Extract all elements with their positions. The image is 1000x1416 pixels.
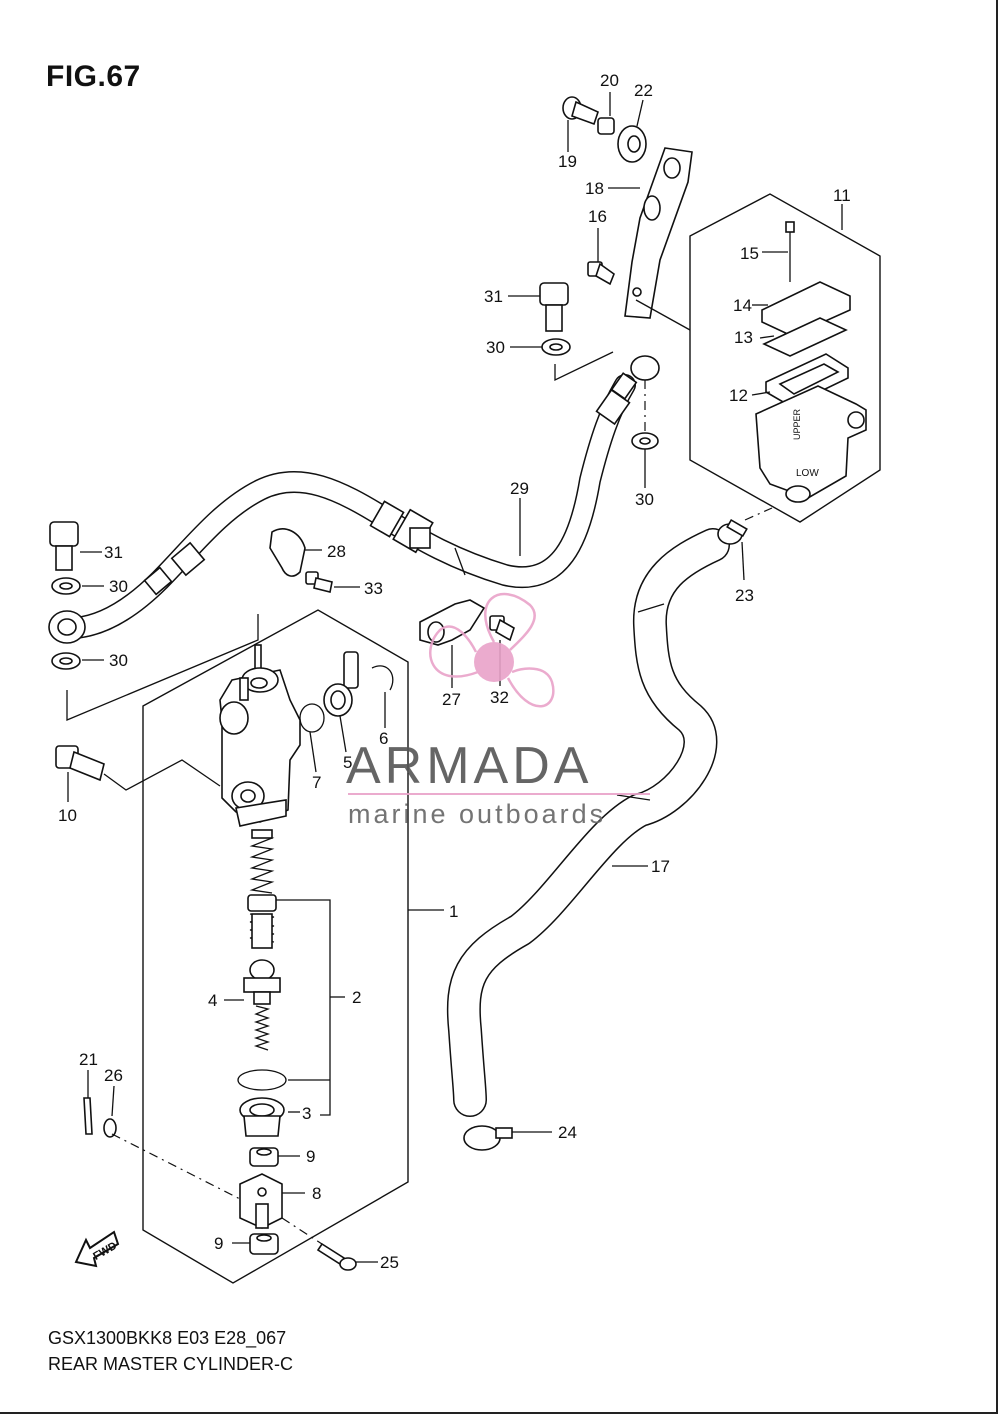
callout-22: 22 (634, 81, 653, 100)
callout-8: 8 (312, 1184, 321, 1203)
callout-30-left-lower: 30 (109, 651, 128, 670)
figure-code: GSX1300BKK8 E03 E28_067 (48, 1328, 287, 1348)
callout-24: 24 (558, 1123, 577, 1142)
callout-30-left-upper: 30 (109, 577, 128, 596)
watermark-propeller-icon (429, 592, 555, 708)
group-outline-hose-left (66, 614, 259, 721)
callout-7: 7 (312, 773, 321, 792)
circlip-6 (371, 665, 394, 691)
callout-9-lower: 9 (214, 1234, 223, 1253)
group-outline-reservoir (689, 193, 881, 523)
hose-clip-28 (269, 528, 306, 577)
hose-joint-5 (323, 651, 359, 717)
nut-9-upper (249, 1147, 279, 1167)
collar-20 (597, 117, 615, 135)
callout-1: 1 (449, 902, 458, 921)
brake-hose (64, 372, 638, 639)
group-outline-master-cylinder (142, 609, 409, 1284)
fwd-arrow-icon: FWD (74, 1230, 120, 1268)
callout-6: 6 (379, 729, 388, 748)
screw-32 (489, 615, 515, 642)
callout-13: 13 (734, 328, 753, 347)
callout-17: 17 (651, 857, 670, 876)
watermark-tagline: marine outboards (348, 799, 606, 829)
callout-21: 21 (79, 1050, 98, 1069)
callout-11: 11 (833, 186, 851, 205)
callout-33: 33 (364, 579, 383, 598)
callout-4: 4 (208, 991, 217, 1010)
union-bolt-31-upper (539, 282, 569, 332)
callout-5: 5 (343, 753, 352, 772)
callout-14: 14 (733, 296, 752, 315)
hose-clamp-23 (717, 518, 748, 545)
watermark: ARMADA marine outboards (346, 592, 650, 829)
callout-15: 15 (740, 244, 759, 263)
screw-33 (305, 571, 333, 593)
watermark-brand: ARMADA (346, 737, 592, 795)
grommet-22 (617, 125, 647, 163)
callout-29: 29 (510, 479, 529, 498)
master-cylinder-body (219, 644, 301, 827)
callout-12: 12 (729, 386, 748, 405)
push-rod (243, 959, 281, 1051)
figure-title: FIG.67 (46, 60, 141, 93)
hose-clamp-24 (463, 1125, 513, 1151)
callout-30-upper: 30 (486, 338, 505, 357)
reservoir-lower-mark: LOW (796, 468, 819, 479)
reservoir-hose (446, 528, 730, 1117)
callout-30-reservoir: 30 (635, 490, 654, 509)
bolt-16 (587, 261, 615, 286)
callout-16: 16 (588, 207, 607, 226)
callout-31-lower: 31 (104, 543, 123, 562)
callout-labels: 1 2 3 4 5 6 7 8 9 9 10 11 12 13 14 15 16… (58, 71, 851, 1272)
callout-18: 18 (585, 179, 604, 198)
washer-26 (103, 1118, 117, 1138)
callout-23: 23 (735, 586, 754, 605)
clevis-joint-8 (239, 1173, 283, 1229)
callout-27: 27 (442, 690, 461, 709)
piston (247, 894, 277, 949)
callout-31-upper: 31 (484, 287, 503, 306)
reservoir-upper-mark: UPPER (792, 408, 802, 440)
callout-19: 19 (558, 152, 577, 171)
reservoir-assembly: UPPER LOW (755, 221, 867, 503)
callout-10: 10 (58, 806, 77, 825)
nut-9-lower (249, 1233, 279, 1255)
boot-3 (239, 1097, 285, 1137)
bolt-10 (55, 745, 105, 782)
clevis-pin-25 (316, 1242, 357, 1271)
o-ring-7 (299, 703, 325, 733)
union-bolt-31-lower (49, 521, 79, 571)
callout-20: 20 (600, 71, 619, 90)
figure-name: REAR MASTER CYLINDER-C (48, 1354, 294, 1374)
group-outline-union (554, 351, 614, 382)
callout-32: 32 (490, 688, 509, 707)
callout-25: 25 (380, 1253, 399, 1272)
circlip-2 (237, 1069, 287, 1091)
callout-2: 2 (352, 988, 361, 1007)
bolt-19 (562, 96, 599, 126)
callout-3: 3 (302, 1104, 311, 1123)
cotter-pin-21 (83, 1097, 93, 1135)
callout-26: 26 (104, 1066, 123, 1085)
callout-28: 28 (327, 542, 346, 561)
callout-9-upper: 9 (306, 1147, 315, 1166)
return-spring (249, 829, 275, 894)
bracket (624, 147, 693, 319)
banjo-union-upper (630, 355, 660, 381)
